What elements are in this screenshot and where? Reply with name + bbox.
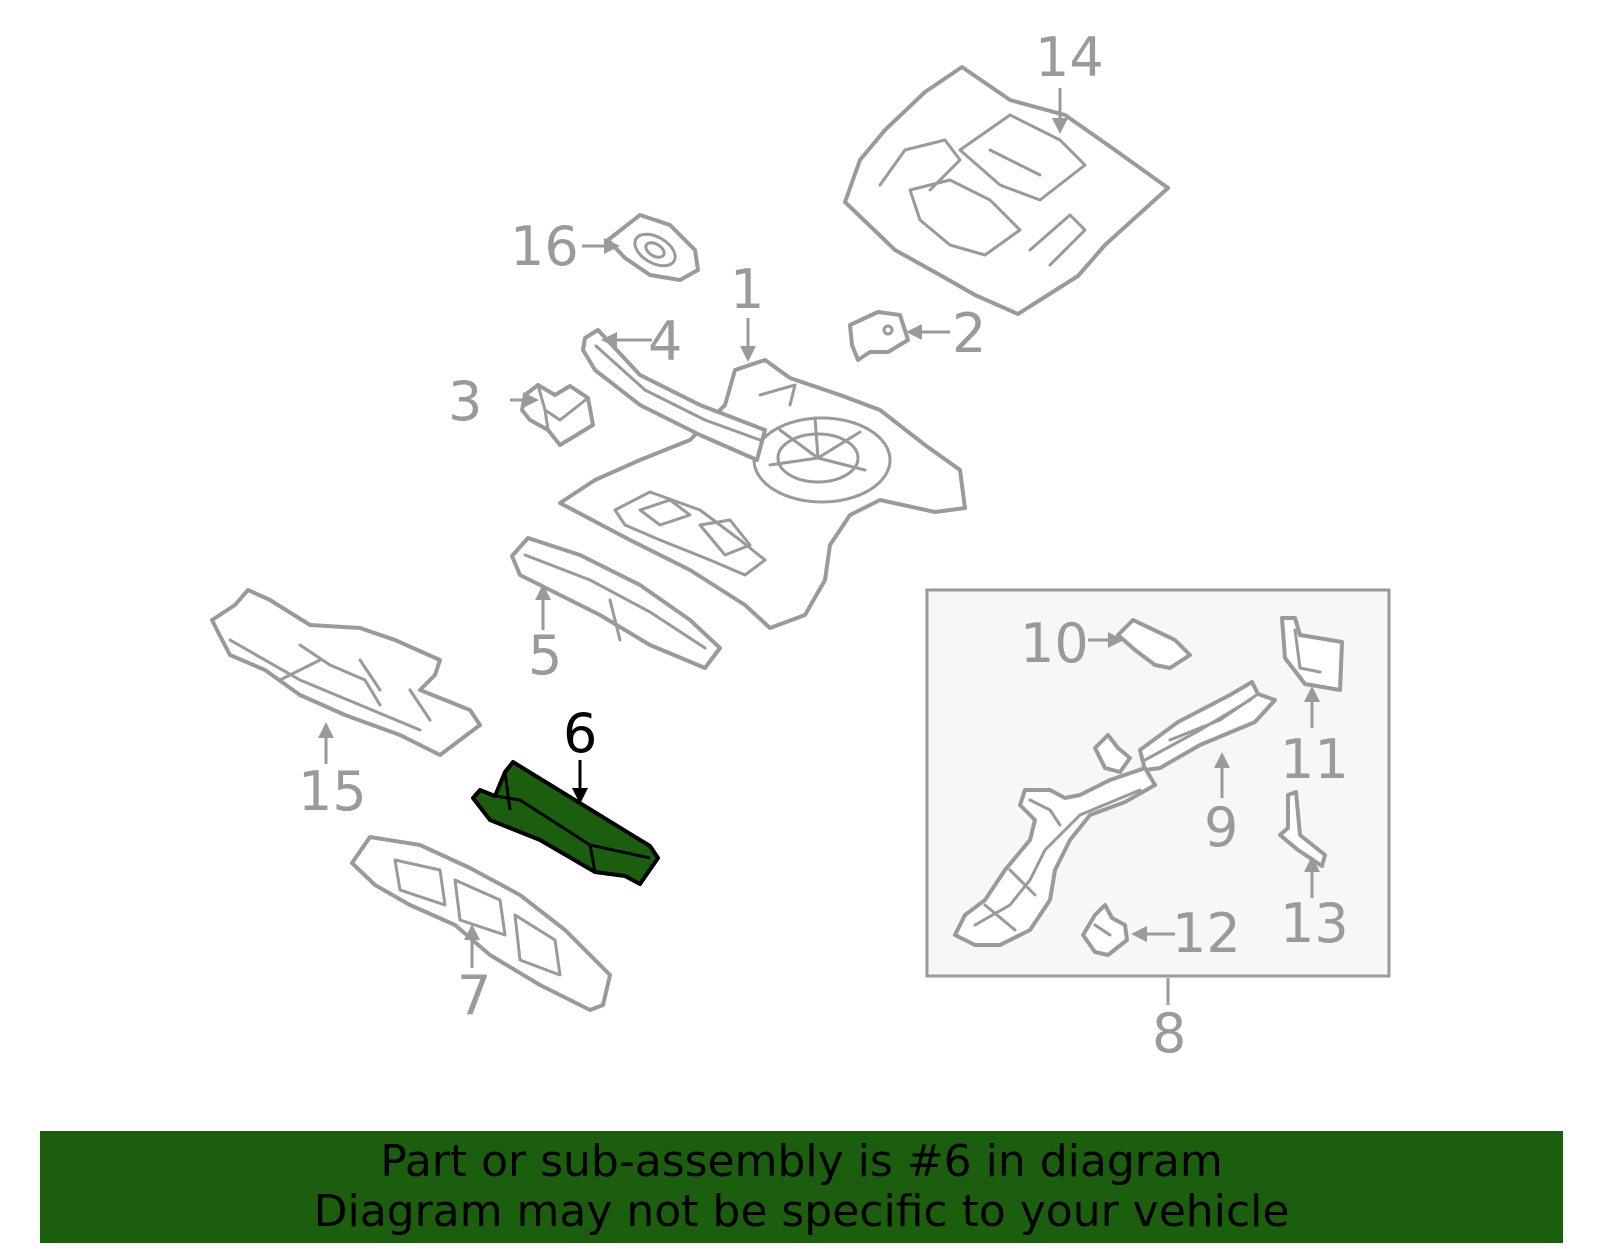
part-3-bracket (520, 383, 595, 447)
callout-16: 16 (510, 215, 579, 278)
callout-8: 8 (1152, 1002, 1186, 1065)
part-2-bracket (848, 310, 910, 362)
info-banner: Part or sub-assembly is #6 in diagram Di… (40, 1131, 1563, 1243)
part-6-highlighted (471, 760, 660, 886)
callout-labels: 14 16 1 4 2 3 5 15 6 7 10 11 9 12 13 8 (298, 26, 1349, 1065)
part-13-bracket (1278, 790, 1327, 868)
leader-lines (318, 88, 1320, 1005)
part-5-rear-cross-member (510, 536, 722, 670)
callout-7: 7 (457, 964, 491, 1027)
callout-11: 11 (1280, 728, 1349, 791)
callout-2: 2 (952, 302, 986, 365)
part-8-side-member (953, 766, 1157, 947)
part-7-floor-cross-member (350, 835, 612, 1012)
part-12-bracket (1081, 903, 1129, 957)
part-16-grommet (606, 213, 700, 282)
banner-line-2: Diagram may not be specific to your vehi… (313, 1186, 1290, 1237)
part-4-cross-member (581, 328, 767, 462)
part-11-bracket (1280, 616, 1344, 692)
part-1-rear-floor-pan (558, 358, 967, 630)
part-10-bracket (1116, 618, 1192, 670)
part-14-floor-pan (843, 65, 1170, 316)
callout-13: 13 (1280, 892, 1349, 955)
callout-10: 10 (1020, 612, 1089, 675)
callout-3: 3 (448, 370, 482, 433)
callout-5: 5 (528, 624, 562, 687)
callout-14: 14 (1035, 26, 1104, 89)
callout-12: 12 (1172, 902, 1241, 965)
callout-4: 4 (648, 310, 682, 373)
part-9-member (1138, 680, 1277, 772)
part-8-small-bracket (1093, 733, 1132, 774)
banner-line-1: Part or sub-assembly is #6 in diagram (380, 1136, 1223, 1187)
callout-15: 15 (298, 760, 367, 823)
inset-box-part-8 (925, 588, 1391, 978)
callout-1: 1 (730, 258, 764, 321)
callout-9: 9 (1204, 796, 1238, 859)
part-15-floor-reinforcement (210, 588, 482, 757)
callout-6: 6 (563, 702, 597, 765)
